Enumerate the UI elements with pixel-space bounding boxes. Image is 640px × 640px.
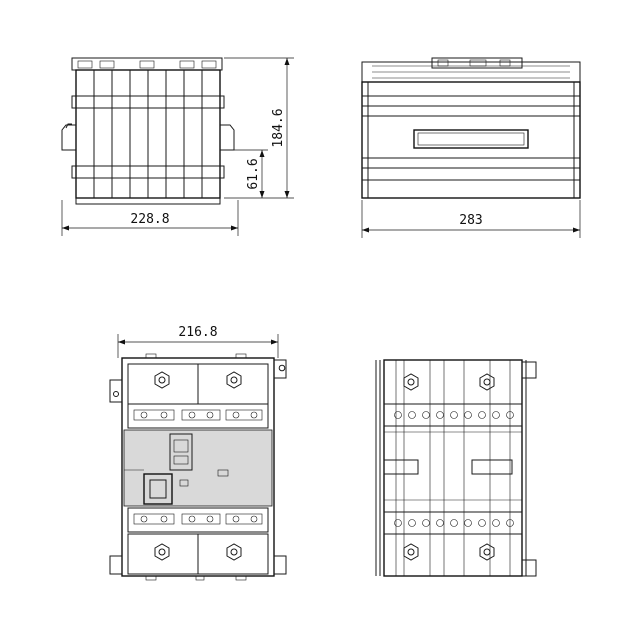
front-mount-label: 61.6 bbox=[246, 158, 261, 189]
top-view bbox=[109, 353, 287, 581]
front-height-label: 184.6 bbox=[271, 108, 286, 147]
front-dimensions: 228.8 184.6 61.6 bbox=[61, 57, 294, 236]
front-view bbox=[61, 57, 235, 205]
side-dimensions: 283 bbox=[361, 200, 581, 238]
top-width-label: 216.8 bbox=[178, 325, 217, 340]
top-dimensions: 216.8 bbox=[117, 325, 279, 358]
front-width-label: 228.8 bbox=[130, 212, 169, 227]
bottom-view bbox=[375, 359, 537, 577]
side-width-label: 283 bbox=[459, 213, 482, 228]
side-view bbox=[361, 57, 581, 199]
